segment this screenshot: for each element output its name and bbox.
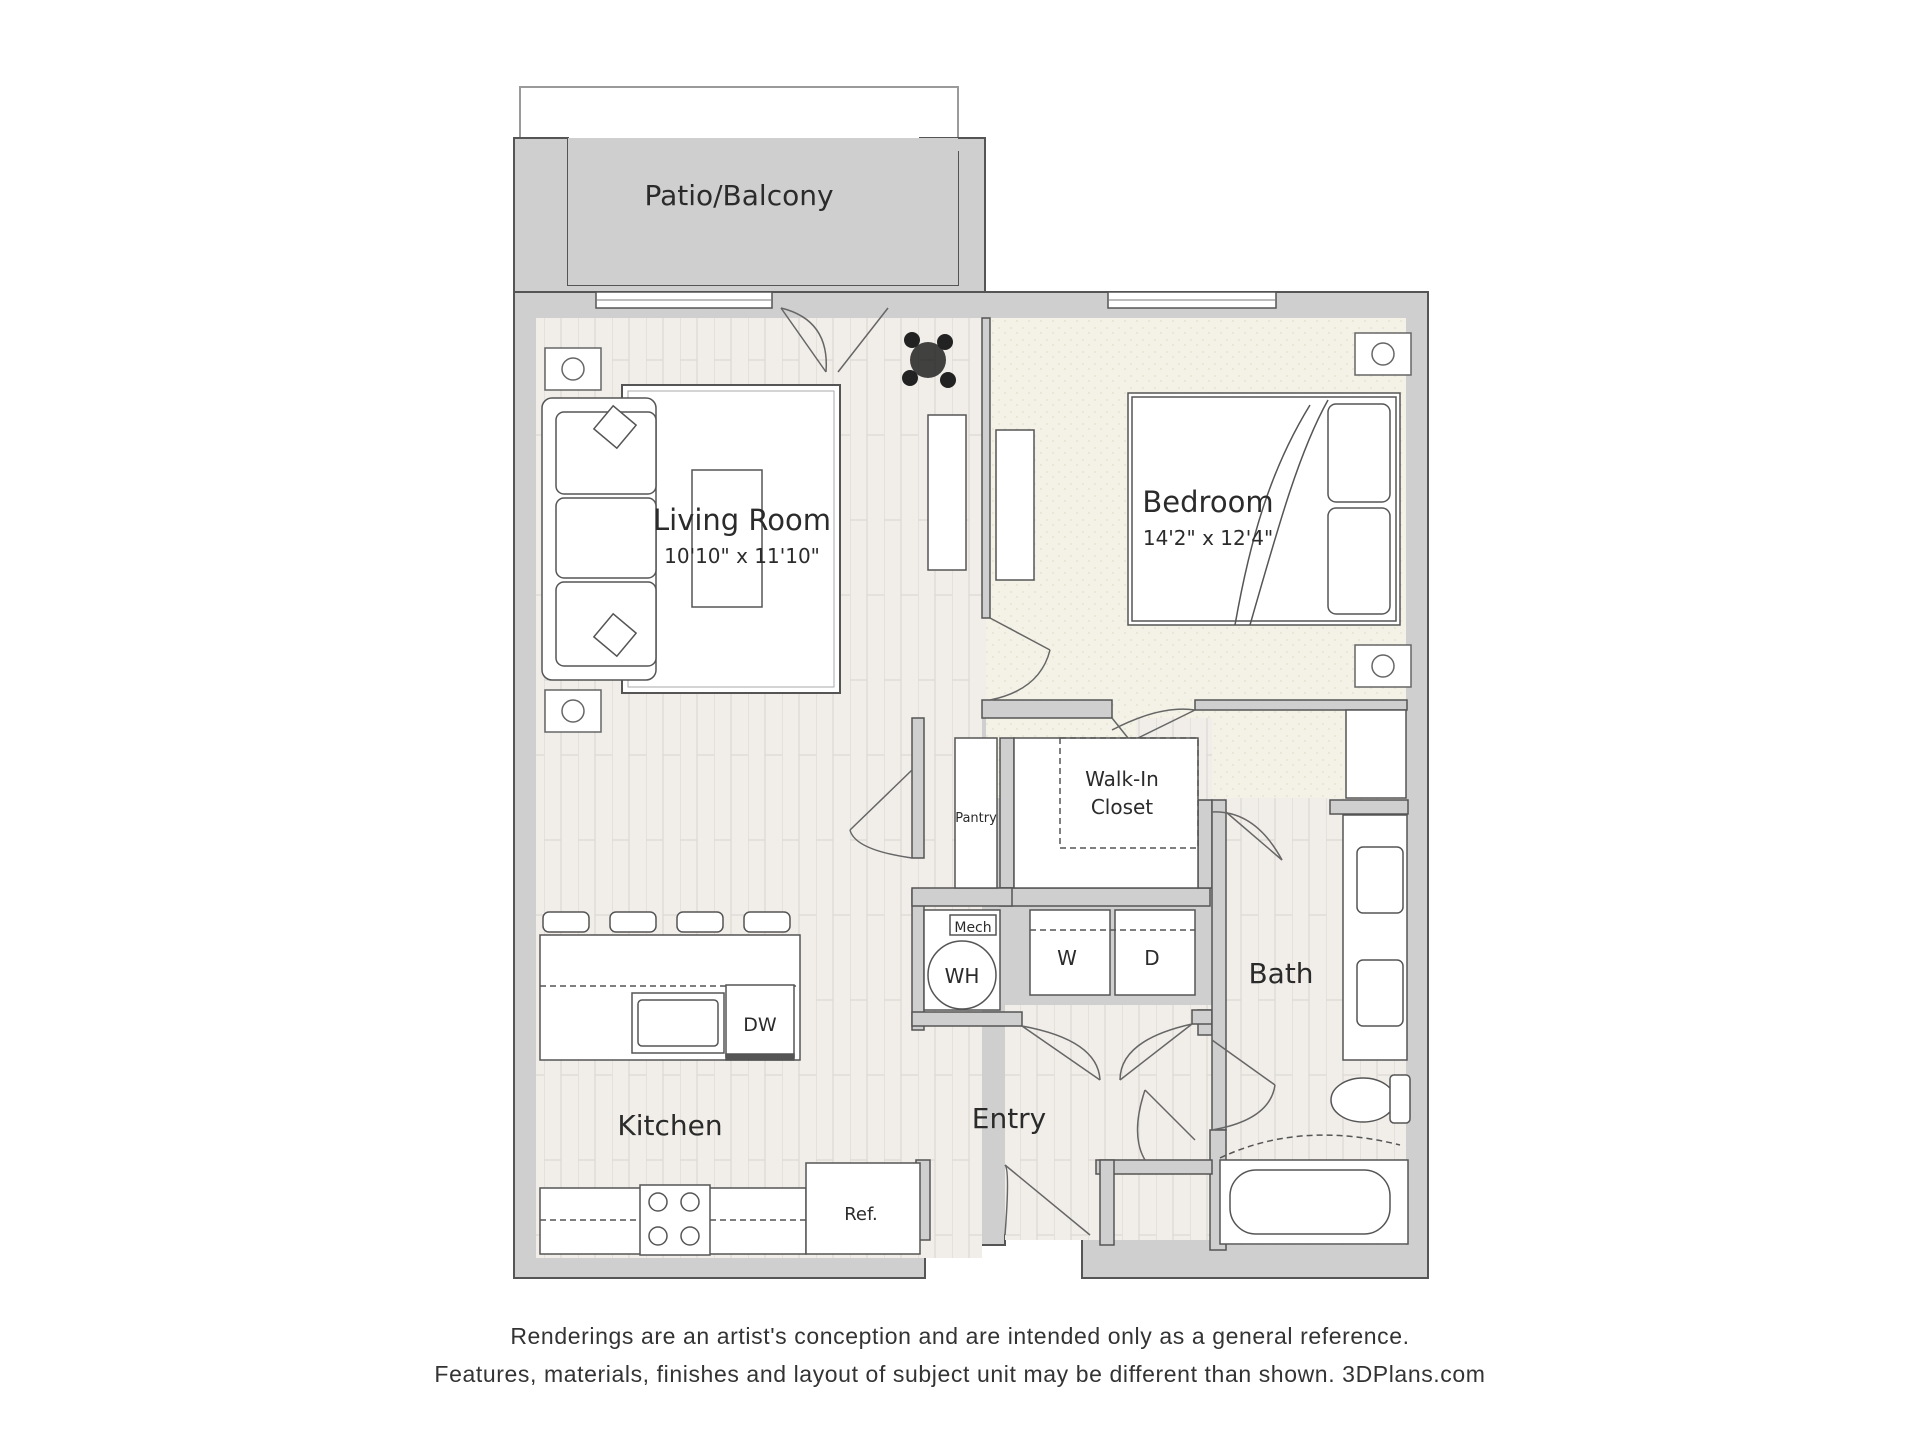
label-ref: Ref. [844,1204,878,1225]
disclaimer-line-2: Features, materials, finishes and layout… [434,1361,1486,1387]
bed-icon [1127,392,1401,626]
room-labels: Patio/Balcony Living Room 10'10" x 11'10… [617,179,1313,1225]
windows [595,291,1277,309]
label-walkin-2: Closet [1091,795,1153,819]
pantry-closet-fixtures [923,709,1407,1011]
patio-balcony [513,86,986,293]
label-bedroom: Bedroom [1142,485,1273,519]
label-wh: WH [945,964,980,988]
sink-icon [1356,846,1404,1027]
label-dw: DW [743,1014,777,1036]
label-living: Living Room [653,503,831,537]
label-pantry: Pantry [955,811,997,826]
label-patio: Patio/Balcony [644,179,833,212]
living-furniture [541,332,1412,733]
label-walkin-1: Walk-In [1085,767,1159,791]
speaker-icon [544,332,1412,733]
toilet-icon [1330,1074,1411,1124]
label-bedroom-size: 14'2" x 12'4" [1143,526,1273,550]
interior-walls [911,317,1409,1251]
bathtub-icon [1219,1134,1409,1245]
bath-fixtures [1219,814,1411,1245]
label-dryer: D [1144,946,1159,970]
label-bath: Bath [1248,957,1313,990]
label-washer: W [1057,946,1077,970]
label-kitchen: Kitchen [617,1109,722,1142]
sofa-icon [541,397,657,681]
stove-icon [639,1184,711,1256]
stool-icons [542,911,791,933]
kitchen-fixtures [539,911,921,1256]
disclaimer-line-1: Renderings are an artist's conception an… [510,1323,1410,1349]
label-entry: Entry [972,1102,1047,1135]
doors [780,307,1283,1236]
label-mech: Mech [954,920,991,936]
label-living-size: 10'10" x 11'10" [664,544,820,568]
plant-icon [902,332,956,388]
